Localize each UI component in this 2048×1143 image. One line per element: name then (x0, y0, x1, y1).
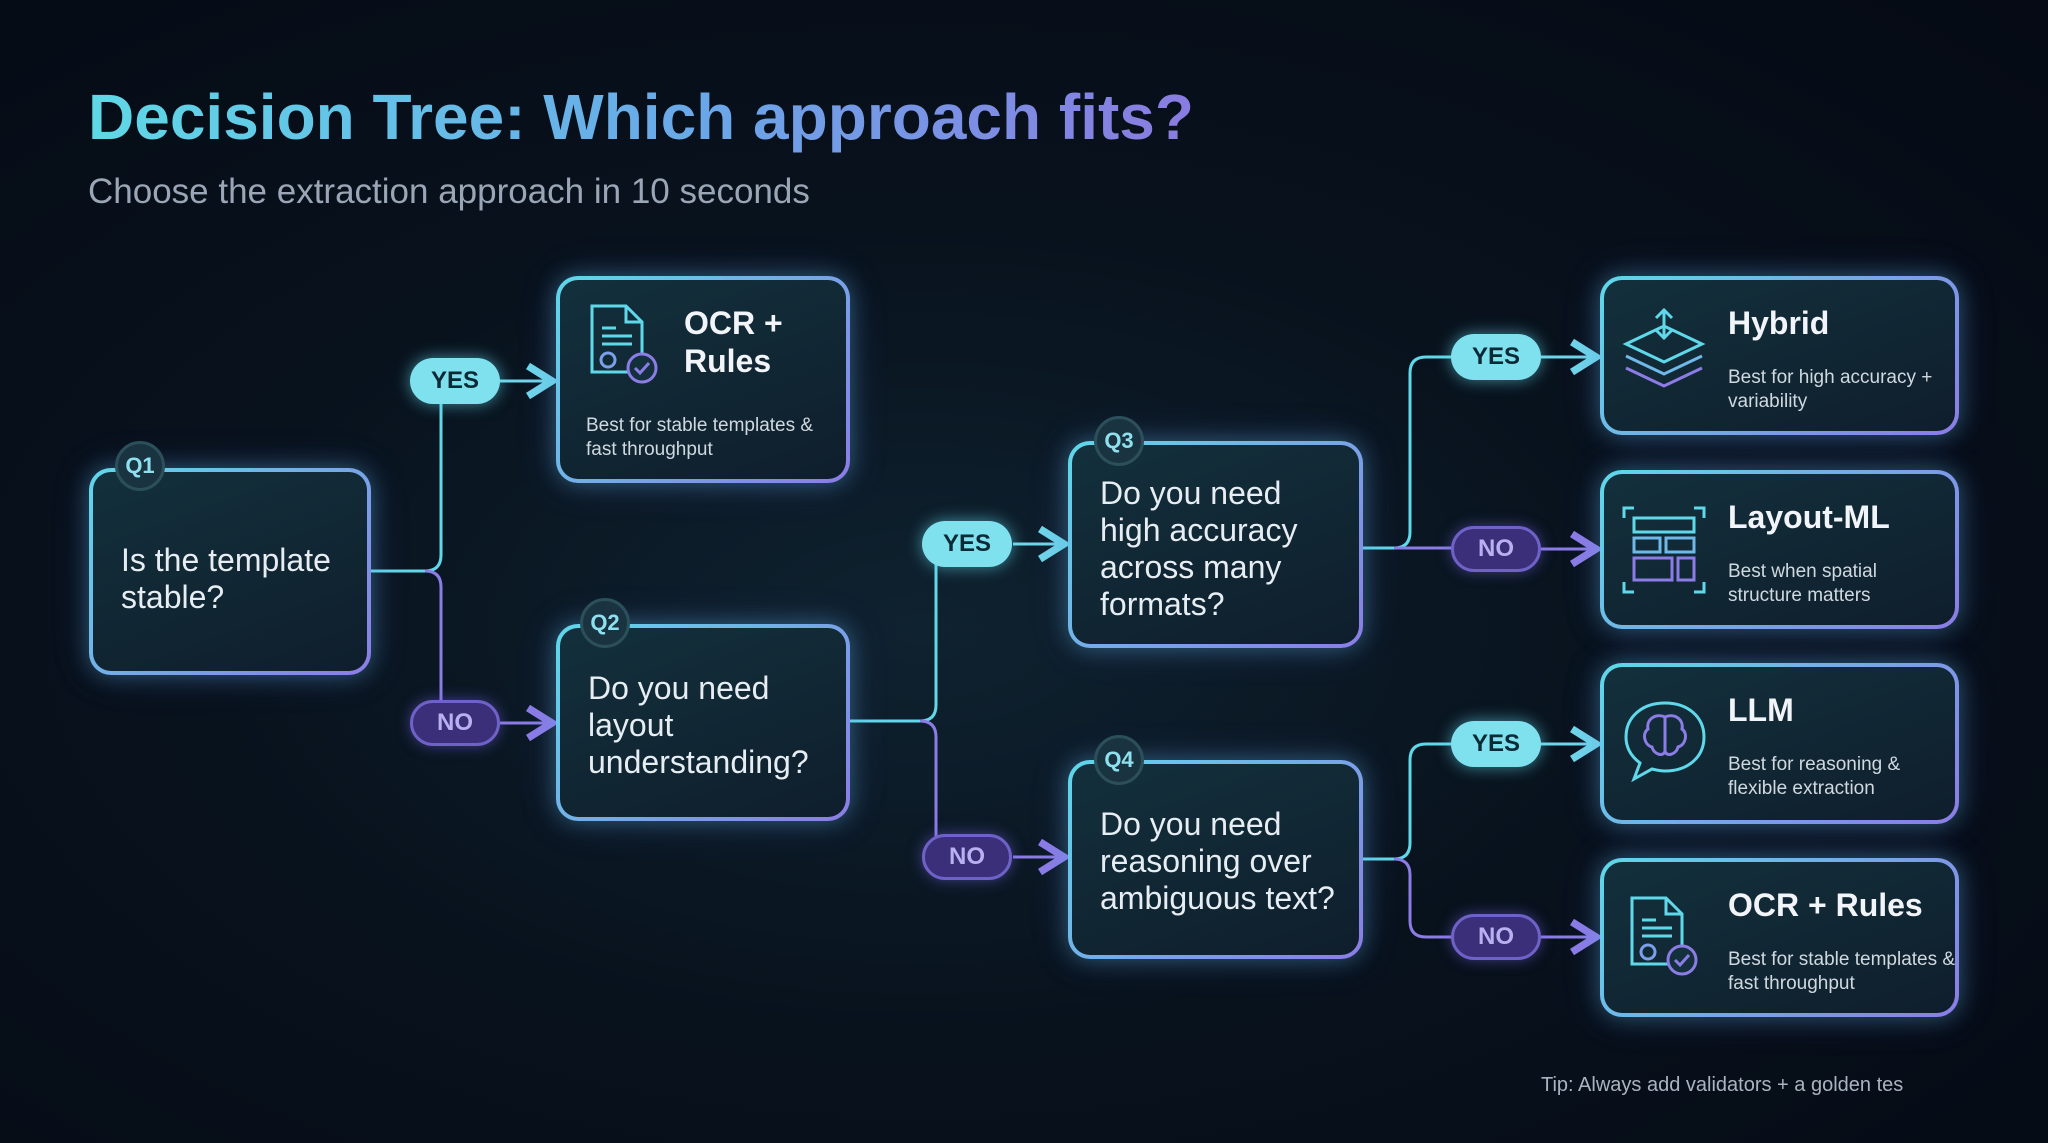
question-text: Is the template stable? (121, 542, 331, 615)
question-q3: Do you need high accuracy across many fo… (1068, 441, 1363, 648)
connector-q3-yes (1363, 355, 1460, 550)
connector-q2-yes (850, 542, 960, 723)
connector-q1-yes (371, 379, 470, 573)
yes-pill-q3: YES (1451, 334, 1541, 380)
result-ocr-rules-2: OCR + Rules Best for stable templates & … (1600, 858, 1959, 1017)
connector-q4-no (1393, 857, 1460, 939)
no-pill-q3: NO (1451, 526, 1541, 572)
yes-pill-q4: YES (1451, 721, 1541, 767)
no-pill-q4: NO (1451, 914, 1541, 960)
result-title: OCR + Rules (684, 305, 783, 379)
result-desc: Best for reasoning & flexible extraction (1728, 754, 1901, 799)
q4-badge: Q4 (1094, 735, 1144, 785)
connector-q4-yes (1363, 742, 1460, 861)
result-desc: Best for stable templates & fast through… (586, 415, 814, 460)
result-title: OCR + Rules (1728, 887, 1923, 923)
document-gear-check-icon (1630, 896, 1698, 976)
yes-pill-q2: YES (922, 521, 1012, 567)
tip-text: Tip: Always add validators + a golden te… (1541, 1074, 1904, 1096)
q1-badge: Q1 (115, 441, 165, 491)
yes-pill-q1: YES (410, 358, 500, 404)
question-text: Do you need layout understanding? (588, 670, 809, 780)
result-ocr-rules: OCR + Rules Best for stable templates & … (556, 276, 850, 483)
result-title: Hybrid (1728, 305, 1830, 341)
q2-badge: Q2 (580, 598, 630, 648)
layout-grid-icon (1622, 506, 1706, 594)
result-title: Layout-ML (1728, 499, 1890, 535)
page-subtitle: Choose the extraction approach in 10 sec… (88, 172, 810, 211)
document-gear-check-icon (590, 304, 658, 384)
result-layout-ml: Layout-ML Best when spatial structure ma… (1600, 470, 1959, 629)
result-desc: Best when spatial structure matters (1728, 561, 1877, 606)
question-q4: Do you need reasoning over ambiguous tex… (1068, 760, 1363, 959)
result-title: LLM (1728, 692, 1794, 728)
result-desc: Best for stable templates & fast through… (1728, 949, 1956, 994)
no-pill-q1: NO (410, 700, 500, 746)
no-pill-q2: NO (922, 834, 1012, 880)
question-q1: Is the template stable? (89, 468, 371, 675)
layers-icon (1622, 308, 1706, 388)
result-hybrid: Hybrid Best for high accuracy + variabil… (1600, 276, 1959, 435)
question-text: Do you need reasoning over ambiguous tex… (1100, 806, 1335, 916)
q3-badge: Q3 (1094, 416, 1144, 466)
result-llm: LLM Best for reasoning & flexible extrac… (1600, 663, 1959, 824)
question-q2: Do you need layout understanding? (556, 624, 850, 821)
result-desc: Best for high accuracy + variability (1728, 367, 1933, 412)
page-title: Decision Tree: Which approach fits? (88, 81, 1194, 153)
brain-chat-icon (1624, 701, 1706, 783)
question-text: Do you need high accuracy across many fo… (1100, 475, 1298, 622)
